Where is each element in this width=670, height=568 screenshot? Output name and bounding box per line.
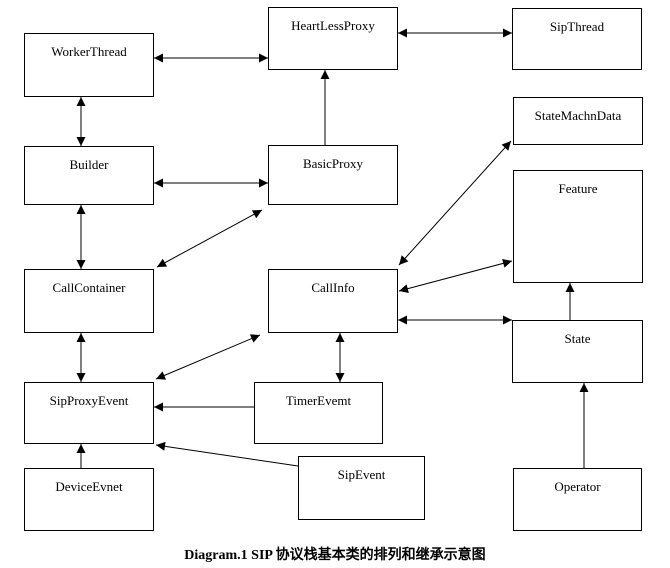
class-box-state: State: [512, 320, 643, 383]
class-box-label: CallInfo: [311, 280, 355, 295]
class-box-label: Feature: [558, 181, 598, 196]
class-box-label: HeartLessProxy: [291, 18, 375, 33]
class-box-feature: Feature: [513, 170, 643, 283]
edges-group: [76, 28, 589, 468]
class-box-label: Builder: [69, 157, 109, 172]
class-box-sipproxyevent: SipProxyEvent: [24, 382, 154, 444]
class-box-callcontainer: CallContainer: [24, 269, 154, 333]
edge-sipproxyevent-callinfo: [155, 334, 261, 380]
class-box-label: SipProxyEvent: [49, 393, 129, 408]
class-box-sipevent: SipEvent: [298, 456, 425, 520]
class-box-workerthread: WorkerThread: [24, 33, 154, 97]
class-box-label: Operator: [554, 479, 601, 494]
class-box-label: CallContainer: [52, 280, 126, 295]
class-box-label: State: [564, 331, 591, 346]
class-box-label: StateMachnData: [534, 108, 622, 123]
class-box-label: SipThread: [549, 19, 605, 34]
class-box-callinfo: CallInfo: [268, 269, 398, 333]
class-box-label: SipEvent: [337, 467, 386, 482]
class-box-basicproxy: BasicProxy: [268, 145, 398, 205]
class-box-operator: Operator: [513, 468, 642, 531]
class-box-deviceevnet: DeviceEvnet: [24, 468, 154, 531]
class-box-label: BasicProxy: [303, 156, 363, 171]
edge-callinfo-statemachndata: [398, 140, 512, 266]
edge-callinfo-feature: [398, 258, 513, 294]
class-box-label: DeviceEvnet: [55, 479, 123, 494]
class-box-timerevemt: TimerEvemt: [254, 382, 383, 444]
class-box-sipthread: SipThread: [512, 8, 642, 70]
class-box-label: WorkerThread: [51, 44, 127, 59]
diagram-caption: Diagram.1 SIP 协议栈基本类的排列和继承示意图: [184, 548, 486, 563]
class-box-heartlessproxy: HeartLessProxy: [268, 7, 398, 70]
edge-callcontainer-basicproxy: [156, 209, 263, 268]
class-box-label: TimerEvemt: [285, 393, 352, 408]
class-box-statemachndata: StateMachnData: [513, 97, 643, 145]
edge-sipevent-sipproxyevent: [155, 441, 299, 467]
class-box-builder: Builder: [24, 146, 154, 205]
